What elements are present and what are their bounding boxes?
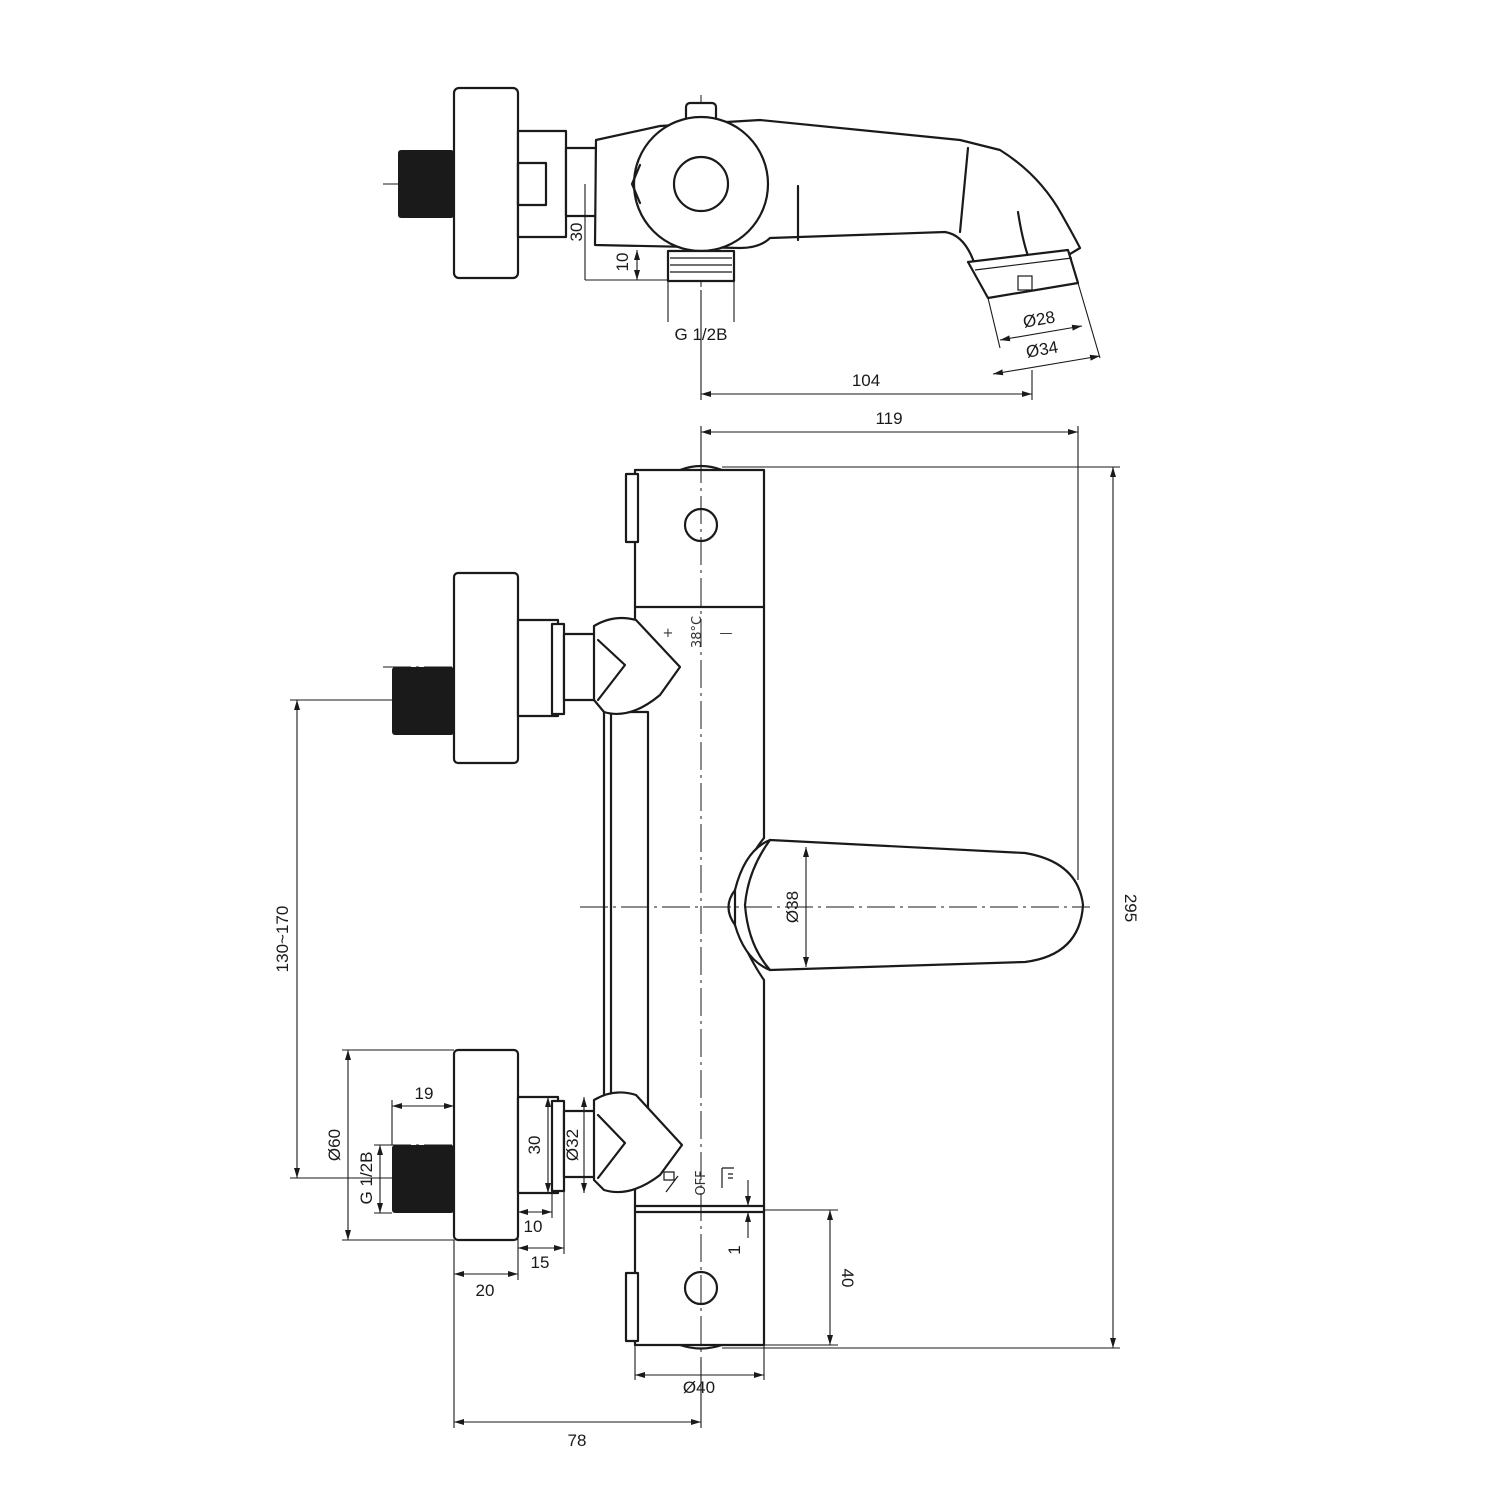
top-selector-knob bbox=[632, 115, 770, 253]
upper-connector-collar bbox=[562, 632, 598, 702]
lower-inlet-thread bbox=[392, 1145, 454, 1213]
lower-connector-collar bbox=[562, 1109, 598, 1179]
shower-icon bbox=[663, 1171, 679, 1193]
dim-10-front: 10 bbox=[524, 1217, 543, 1236]
top-selector-center bbox=[672, 155, 730, 213]
top-inlet-thread bbox=[398, 150, 454, 218]
top-connector-collar bbox=[564, 146, 598, 218]
dim-20: 20 bbox=[476, 1281, 495, 1300]
dim-40: 40 bbox=[838, 1269, 857, 1288]
dim-30-top: 30 bbox=[567, 223, 586, 242]
top-knob-notch bbox=[630, 163, 642, 205]
dim-d38: Ø38 bbox=[783, 891, 802, 923]
front-view: 1 19 bbox=[273, 409, 1140, 1450]
front-bottom-tab bbox=[624, 1271, 640, 1343]
dim-15: 15 bbox=[531, 1253, 550, 1272]
plus-symbol: + bbox=[663, 626, 674, 641]
upper-connector-ring bbox=[550, 622, 566, 716]
top-eccentric-connector bbox=[516, 129, 568, 239]
front-bottom-cap bbox=[678, 1343, 724, 1350]
dim-d32: Ø32 bbox=[563, 1129, 582, 1161]
dim-30-front: 30 bbox=[525, 1136, 544, 1155]
upper-wall-flange bbox=[452, 571, 520, 765]
top-thread-lines bbox=[670, 257, 732, 273]
dim-d28-ext-r bbox=[1077, 282, 1101, 359]
top-wall-flange bbox=[452, 86, 520, 280]
dim-130-170: 130~170 bbox=[273, 906, 292, 973]
top-view: 30 10 G 1/2B Ø28 Ø34 104 bbox=[383, 86, 1101, 400]
upper-cone-facet bbox=[596, 638, 627, 702]
lower-wall-flange bbox=[452, 1048, 520, 1242]
dim-d60: Ø60 bbox=[325, 1129, 344, 1161]
dim-d28-ext-l bbox=[987, 297, 1001, 349]
dim-d40: Ø40 bbox=[683, 1378, 715, 1397]
minus-symbol: — bbox=[720, 626, 733, 641]
dim-19: 19 bbox=[415, 1084, 434, 1103]
front-lever-handle bbox=[733, 838, 1085, 972]
dim-10-top: 10 bbox=[613, 253, 632, 272]
top-connector-nut bbox=[516, 161, 548, 207]
dim-d28-line bbox=[999, 324, 1083, 342]
dim-295: 295 bbox=[1121, 894, 1140, 922]
lower-valve-cone bbox=[592, 1091, 684, 1194]
lower-cone-facet bbox=[596, 1113, 627, 1180]
bath-icon bbox=[721, 1167, 734, 1188]
dim-78: 78 bbox=[568, 1431, 587, 1450]
top-aerator-mark bbox=[1017, 275, 1033, 291]
dim-104: 104 bbox=[852, 371, 880, 390]
dim-d34-line bbox=[992, 354, 1101, 376]
dim-119: 119 bbox=[875, 409, 902, 428]
dim-d34: Ø34 bbox=[1025, 337, 1060, 361]
dim-thread-front: G 1/2B bbox=[357, 1152, 376, 1205]
temperature-label: 38°C bbox=[690, 616, 705, 648]
top-aerator-ring bbox=[974, 257, 1073, 271]
dim-d28: Ø28 bbox=[1022, 307, 1057, 331]
top-outlet-thread bbox=[666, 249, 736, 283]
upper-inlet-thread bbox=[392, 667, 454, 735]
front-top-tab bbox=[624, 472, 640, 544]
top-spout-edge bbox=[958, 146, 970, 234]
top-spout-edge-2 bbox=[1016, 210, 1030, 258]
upper-valve-cone bbox=[592, 616, 682, 716]
dim-1: 1 bbox=[725, 1245, 744, 1254]
off-label: OFF bbox=[694, 1170, 709, 1195]
front-lever-root bbox=[743, 838, 772, 972]
